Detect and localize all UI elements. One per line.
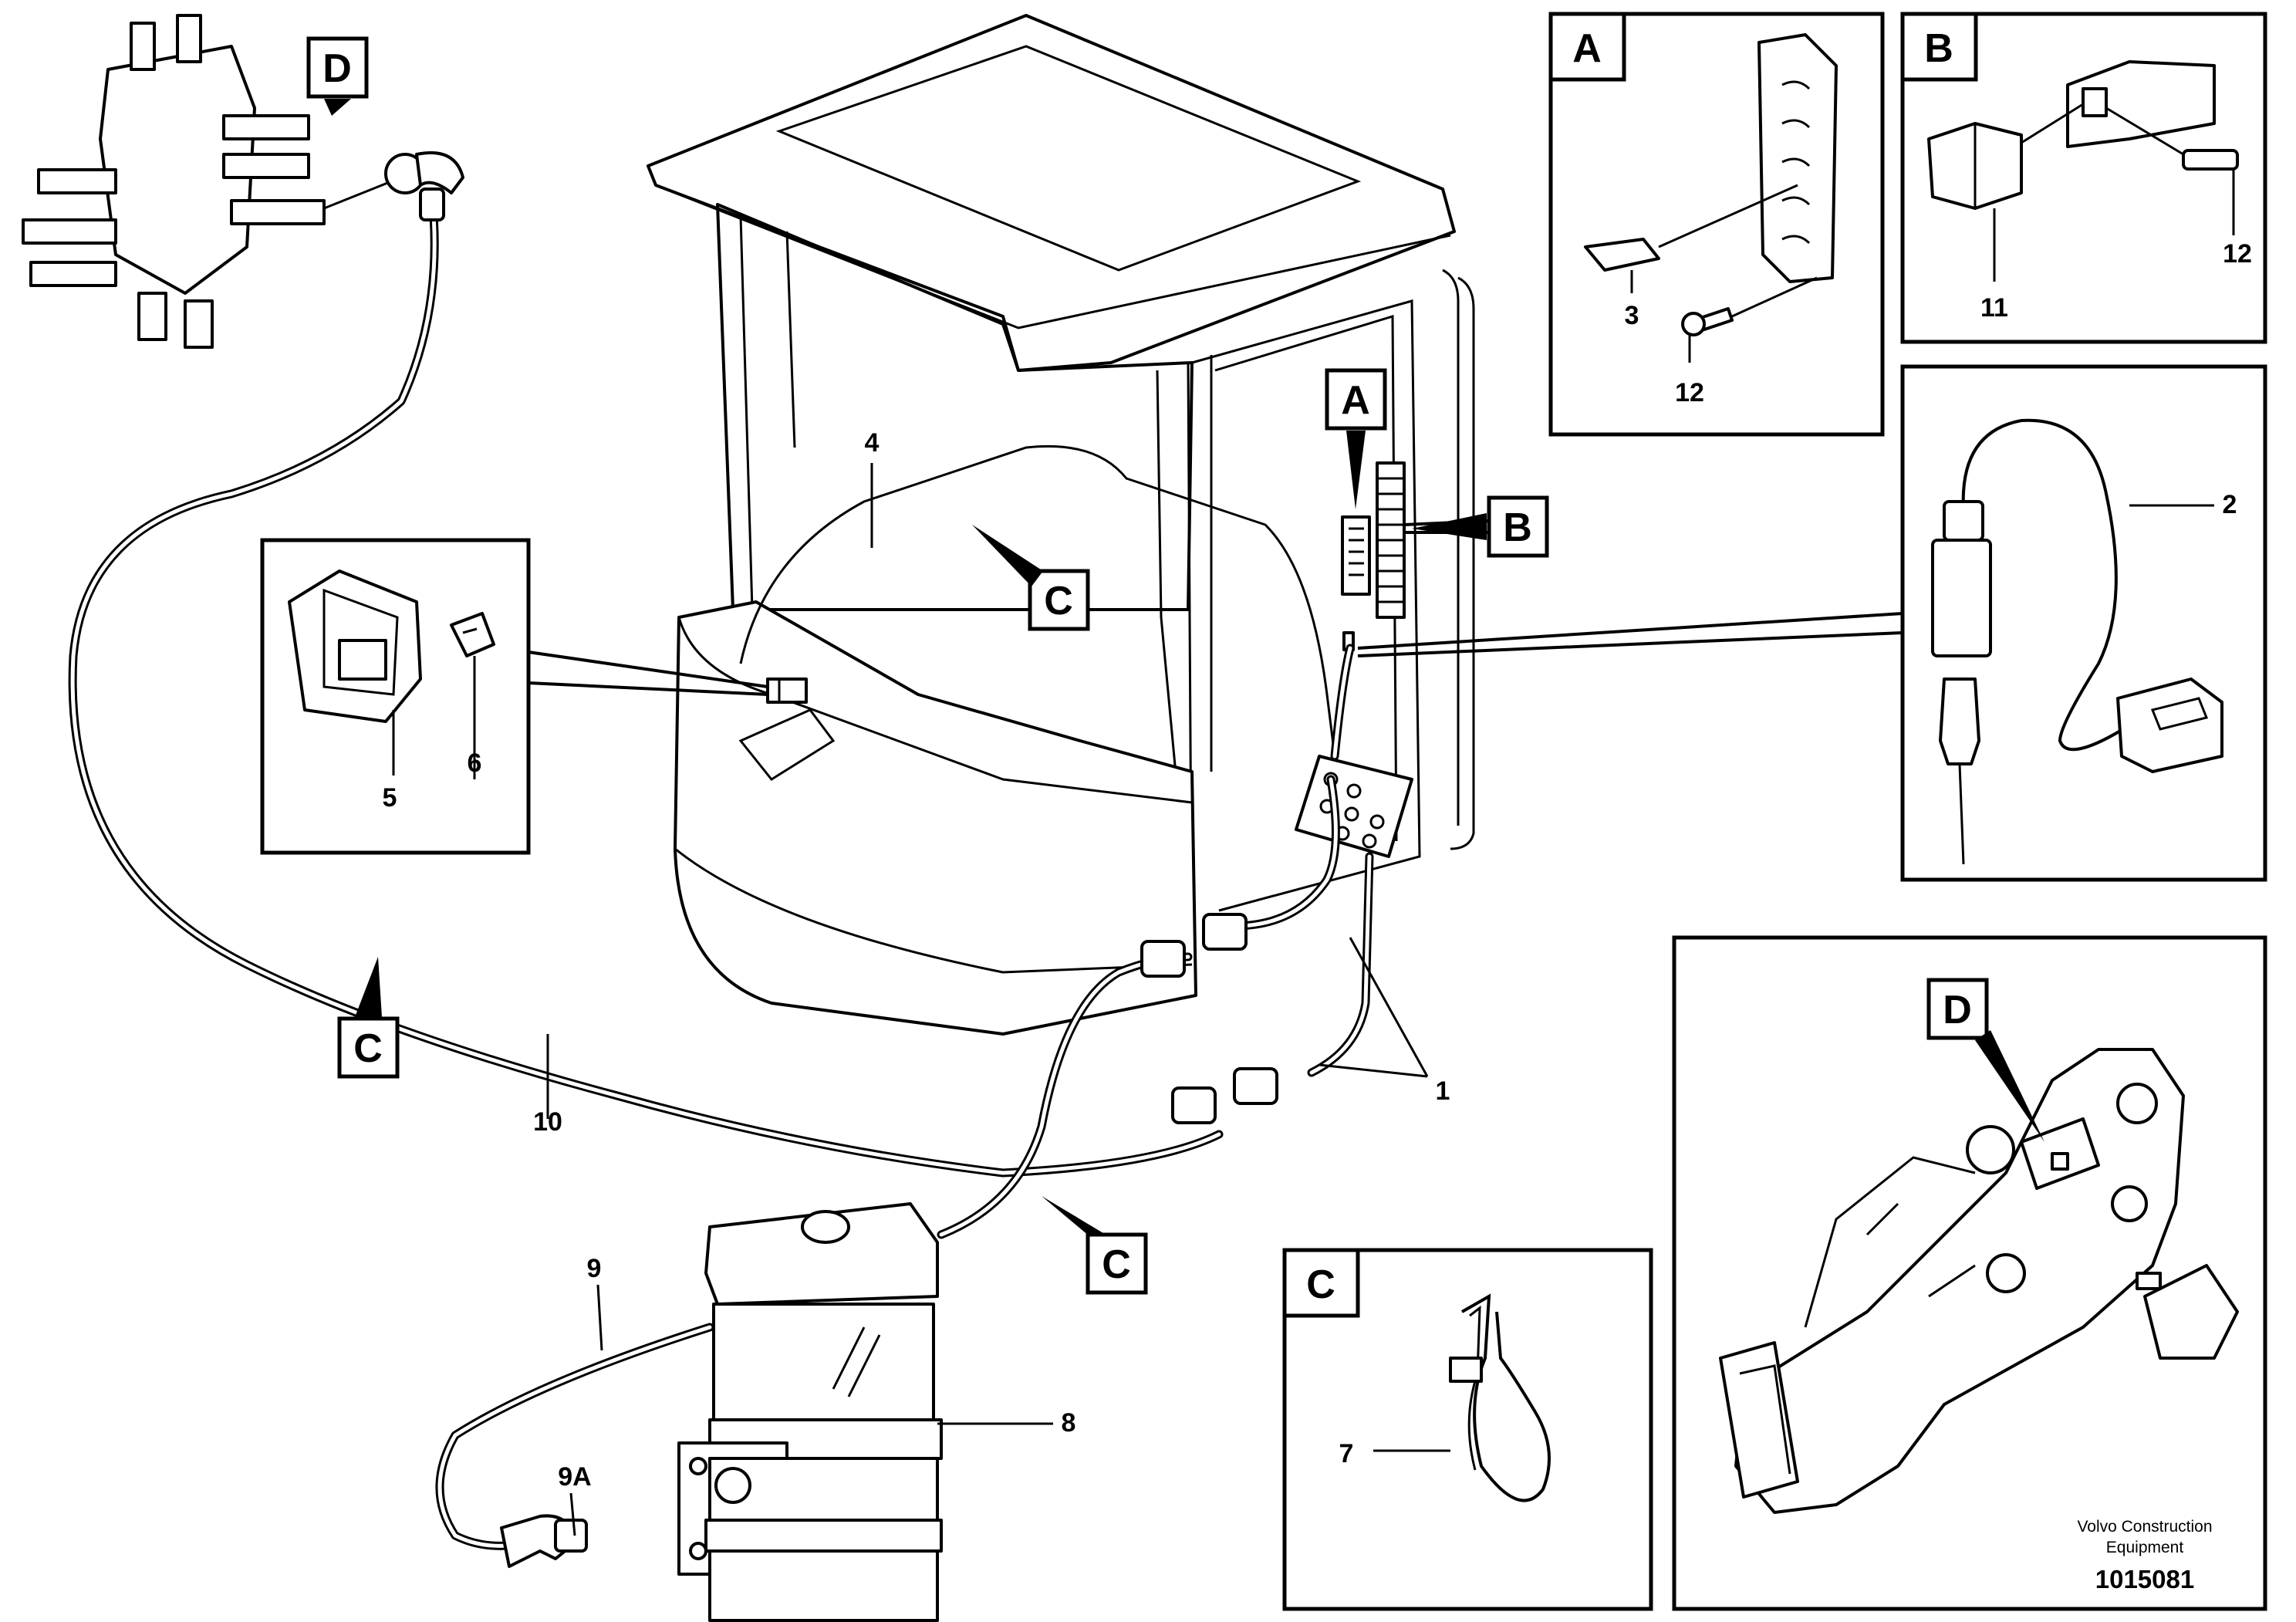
detail-d-loader-frame-box [1672,935,2267,1611]
callout-12-detail-a: 12 [1675,378,1704,407]
control-valve-block [22,14,464,349]
detail-label-text: B [1503,505,1532,550]
detail-label-d-top: D [306,36,369,116]
cables [68,192,1374,1550]
detail-a-fuse-box [1548,12,1885,437]
detail-label-text: C [1306,1262,1335,1307]
callout-9a: 9A [558,1462,591,1492]
callout-4: 4 [865,428,880,458]
callout-5: 5 [383,783,397,813]
callout-6: 6 [468,748,482,778]
callout-1: 1 [1436,1076,1450,1106]
callout-2: 2 [2223,490,2237,519]
detail-label-b-box: B [1900,12,1978,82]
detail-label-c-box: C [1282,1248,1360,1318]
callout-numbers: 4 1 2 3 12 11 12 5 6 7 8 9 9A 10 [383,239,2252,1492]
callout-3: 3 [1625,301,1639,330]
detail-label-b-cab: B [1412,495,1549,558]
detail-label-text: D [322,46,352,91]
detail-label-c-left: C [337,957,400,1079]
diagram-footer: Volvo Construction Equipment 1015081 [2077,1518,2212,1593]
detail-label-a-cab: A [1325,368,1387,509]
detail-label-text: A [1341,378,1370,423]
detail-switch-box [260,538,768,855]
callout-10: 10 [533,1107,562,1137]
detail-label-a-box: A [1548,12,1626,82]
callout-9: 9 [587,1254,602,1283]
detail-sensor-box [1357,364,2267,882]
detail-label-c-cab: C [972,525,1090,631]
callout-12-detail-b: 12 [2223,239,2252,269]
detail-label-text: C [1102,1242,1131,1287]
operator-cab [647,14,1475,1036]
callout-leaders [392,463,2214,1536]
brand-line-1: Volvo Construction [2077,1518,2212,1536]
callout-8: 8 [1062,1408,1076,1438]
detail-label-c-bottom: C [1042,1196,1148,1295]
document-number: 1015081 [2095,1565,2194,1593]
detail-label-text: A [1572,26,1602,71]
detail-label-text: B [1924,26,1953,71]
detail-label-d-box: D [1926,978,2044,1142]
brand-line-2: Equipment [2106,1539,2184,1556]
callout-7: 7 [1339,1439,1354,1468]
detail-label-text: C [353,1026,383,1071]
lubrication-tank [500,1202,943,1622]
detail-label-text: D [1943,988,1972,1032]
detail-label-text: C [1044,579,1073,623]
callout-11: 11 [1980,293,2008,323]
